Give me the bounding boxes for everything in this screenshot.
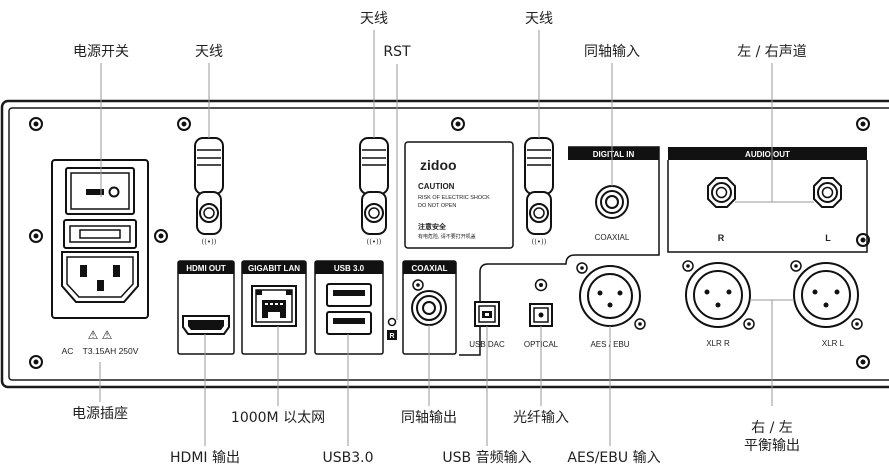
screw-icon bbox=[451, 117, 465, 131]
usb30-port-top[interactable] bbox=[326, 283, 372, 307]
usb30-header: USB 3.0 bbox=[334, 264, 365, 273]
caution-line1: RISK OF ELECTRIC SHOCK bbox=[418, 195, 490, 201]
svg-text:((•)): ((•)) bbox=[366, 238, 381, 246]
screw-icon bbox=[177, 117, 191, 131]
optical-input[interactable] bbox=[529, 278, 553, 327]
xlr-right-output[interactable] bbox=[682, 260, 755, 330]
xlr-left-output[interactable] bbox=[790, 260, 863, 330]
svg-text:AUDIO OUT: AUDIO OUT bbox=[745, 150, 790, 159]
brand-logo: zidoo bbox=[420, 157, 457, 173]
antenna-icon: ((•)) bbox=[194, 137, 224, 246]
warning-symbols: ⚠ ⚠ bbox=[88, 328, 113, 342]
rst-mark: R bbox=[389, 333, 394, 340]
audio-out-header bbox=[668, 147, 867, 160]
digital-in-header bbox=[568, 147, 659, 160]
callout-antenna-2: 天线 bbox=[360, 11, 388, 27]
xlr-right-label: XLR R bbox=[706, 339, 730, 348]
usb30-port-bottom[interactable] bbox=[326, 311, 372, 335]
caution-cn-title: 注意安全 bbox=[418, 222, 447, 231]
hdmi-box bbox=[177, 260, 235, 355]
coaxial-out-header: COAXIAL bbox=[412, 264, 448, 273]
screw-icon bbox=[29, 355, 43, 369]
callout-coax-in: 同轴输入 bbox=[584, 44, 640, 60]
callout-coax-out: 同轴输出 bbox=[401, 410, 457, 426]
coaxial-in-label: COAXIAL bbox=[595, 233, 630, 242]
rst-button[interactable] bbox=[387, 317, 397, 341]
rca-left-label: L bbox=[825, 233, 831, 243]
screw-icon bbox=[154, 229, 168, 243]
callout-power-socket: 电源插座 bbox=[72, 406, 128, 422]
callout-lr-channel: 左 / 右声道 bbox=[737, 44, 807, 60]
svg-text:DIGITAL IN: DIGITAL IN bbox=[593, 150, 635, 159]
hdmi-port[interactable] bbox=[182, 315, 230, 335]
power-module bbox=[51, 159, 149, 319]
screw-icon bbox=[856, 117, 870, 131]
callout-usb-audio-in: USB 音频输入 bbox=[442, 449, 531, 466]
rca-right-label: R bbox=[718, 233, 725, 243]
caution-label: zidoo CAUTION RISK OF ELECTRIC SHOCK DO … bbox=[404, 141, 514, 249]
screw-icon bbox=[856, 355, 870, 369]
callout-optical-in: 光纤输入 bbox=[513, 410, 569, 426]
svg-text:((•)): ((•)) bbox=[201, 238, 216, 246]
antenna-icon: ((•)) bbox=[524, 137, 554, 246]
coaxial-out-jack[interactable] bbox=[411, 279, 447, 326]
callout-balanced-out-2: 平衡输出 bbox=[744, 438, 800, 454]
svg-text:((•)): ((•)) bbox=[531, 238, 546, 246]
callout-hdmi-out: HDMI 输出 bbox=[170, 450, 240, 466]
callout-balanced-out-1: 右 / 左 bbox=[751, 420, 793, 436]
rca-left-jack[interactable] bbox=[813, 177, 842, 208]
callout-rst: RST bbox=[383, 44, 411, 60]
usb-dac-input[interactable] bbox=[474, 301, 500, 327]
rca-right-jack[interactable] bbox=[707, 177, 736, 208]
aes-ebu-input[interactable] bbox=[576, 262, 646, 330]
usb30-box bbox=[314, 260, 384, 355]
callout-antenna-3: 天线 bbox=[525, 11, 553, 27]
coaxial-in-jack[interactable] bbox=[595, 185, 629, 219]
caution-title: CAUTION bbox=[418, 182, 455, 191]
screw-icon bbox=[856, 233, 870, 247]
hdmi-header: HDMI OUT bbox=[186, 264, 226, 273]
callout-power-switch: 电源开关 bbox=[73, 44, 129, 60]
caution-cn-line: 有电危险, 请不要打开机盖 bbox=[418, 233, 476, 240]
callout-usb30: USB3.0 bbox=[322, 450, 373, 466]
xlr-left-label: XLR L bbox=[822, 339, 845, 348]
screw-icon bbox=[29, 229, 43, 243]
screw-icon bbox=[29, 117, 43, 131]
ethernet-port[interactable] bbox=[251, 285, 297, 327]
leader-lines bbox=[99, 30, 814, 446]
callout-aes-in: AES/EBU 输入 bbox=[567, 450, 660, 466]
caution-line2: DO NOT OPEN bbox=[418, 203, 456, 209]
callout-lan: 1000M 以太网 bbox=[231, 410, 325, 426]
callout-antenna-1: 天线 bbox=[195, 44, 223, 60]
power-rating: AC T3.15AH 250V bbox=[62, 346, 139, 356]
antenna-icon: ((•)) bbox=[359, 137, 389, 246]
lan-header: GIGABIT LAN bbox=[248, 264, 300, 273]
